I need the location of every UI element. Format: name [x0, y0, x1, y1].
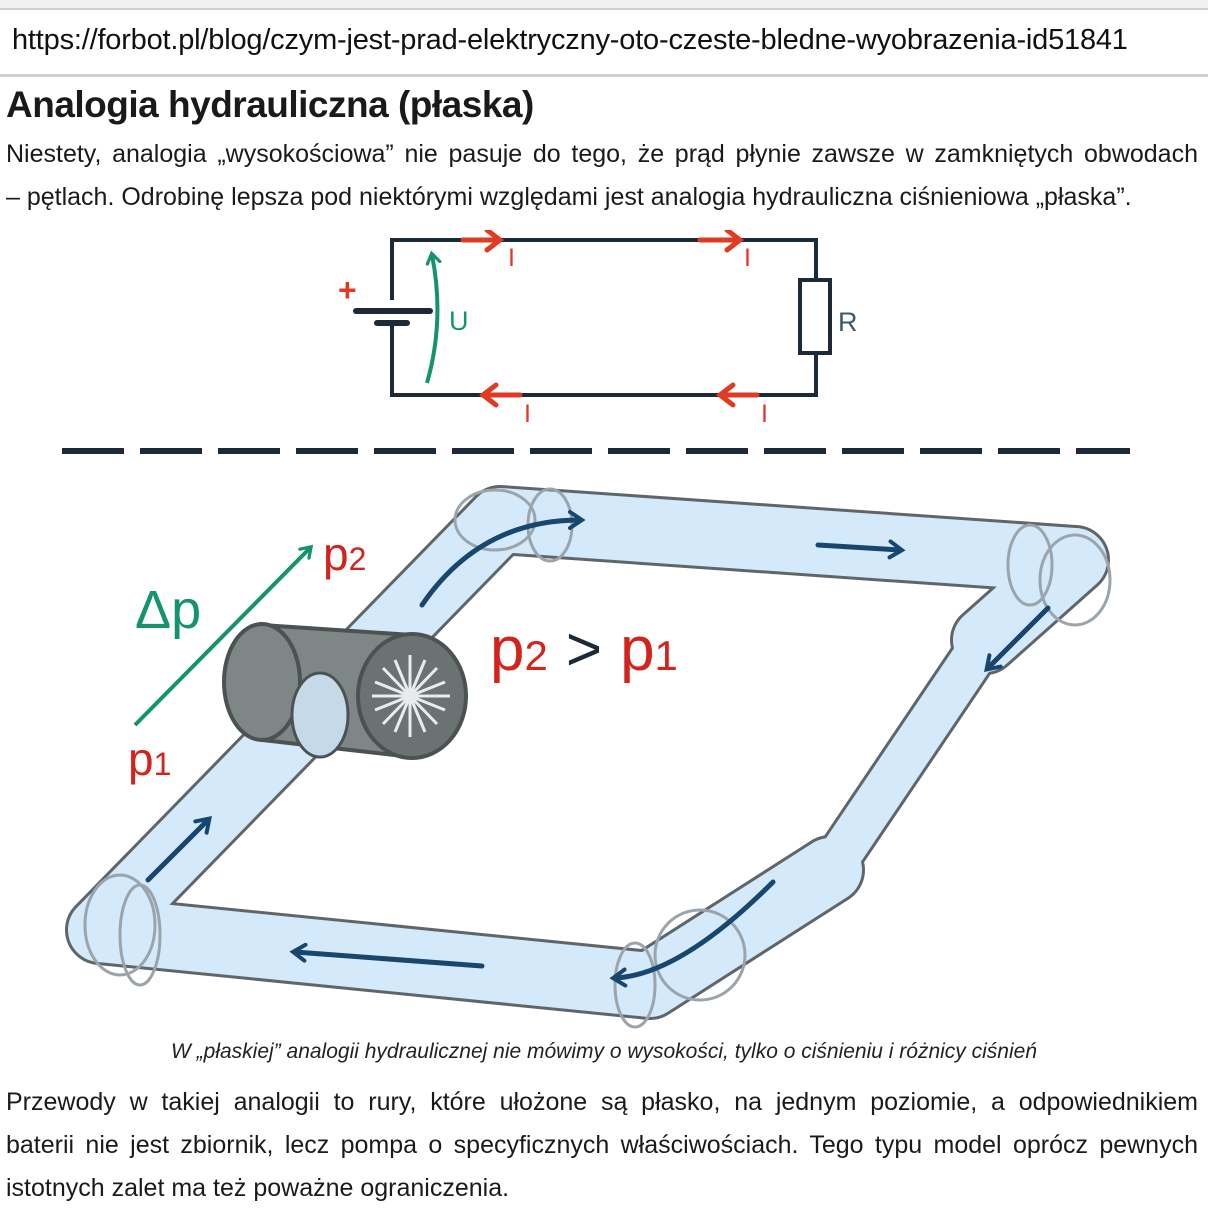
browser-top-strip [0, 0, 1208, 10]
body-paragraph: Przewody w takiej analogii to rury, któr… [6, 1081, 1198, 1210]
body-line: Przewody w takiej analogii to rury, któr… [6, 1088, 1198, 1116]
voltage-label: U [449, 306, 469, 336]
hydraulic-analogy-figure: + U R I I I I [62, 230, 1130, 1029]
flow-arrow-icon [984, 605, 1051, 672]
current-arrow-icon [715, 382, 760, 408]
intro-line: Niestety, analogia „wysokościowa” nie pa… [6, 140, 1198, 168]
p2-label: p2 [323, 528, 366, 580]
flow-arrow-icon [419, 510, 586, 608]
body-line: baterii nie jest zbiornik, lecz pompa o … [6, 1131, 1198, 1159]
current-label: I [761, 400, 768, 428]
current-label: I [744, 244, 751, 272]
url-text[interactable]: https://forbot.pl/blog/czym-jest-prad-el… [12, 24, 1128, 56]
pipe-loop [65, 485, 1112, 1029]
pressure-comparison-label: p2>p1 [490, 615, 678, 684]
flow-arrow-icon [145, 816, 212, 883]
flow-arrow-icon [609, 879, 776, 988]
circuit-wire [390, 238, 818, 397]
current-label: I [508, 244, 515, 272]
pump [222, 622, 468, 760]
intro-line: – pętlach. Odrobinę lepsza pod niektórym… [6, 183, 1132, 211]
resistor-symbol [798, 278, 832, 355]
current-label: I [524, 400, 531, 428]
intro-paragraph: Niestety, analogia „wysokościowa” nie pa… [6, 133, 1198, 219]
current-arrow-icon [478, 382, 523, 408]
circuit-diagram: + U R I I I I [338, 230, 858, 428]
flow-arrow-icon [289, 942, 485, 969]
pressure-difference-arrow [133, 544, 314, 727]
flow-arrows [145, 510, 1051, 988]
delta-p-label: Δp [135, 580, 201, 640]
p1-label: p1 [128, 733, 171, 785]
current-arrows [460, 230, 760, 408]
body-line: istotnych zalet ma też poważne ogranicze… [6, 1174, 510, 1202]
battery-plus-label: + [338, 272, 357, 308]
resistor-label: R [838, 307, 858, 337]
section-heading: Analogia hydrauliczna (płaska) [6, 84, 534, 125]
address-bar[interactable]: https://forbot.pl/blog/czym-jest-prad-el… [0, 10, 1208, 77]
current-arrow-icon [697, 230, 745, 253]
impeller-icon [372, 655, 450, 737]
current-arrow-icon [460, 230, 505, 253]
figure-caption: W „płaskiej” analogii hydraulicznej nie … [171, 1040, 1037, 1063]
voltage-arrow [425, 250, 442, 384]
flow-arrow-icon [815, 539, 906, 560]
